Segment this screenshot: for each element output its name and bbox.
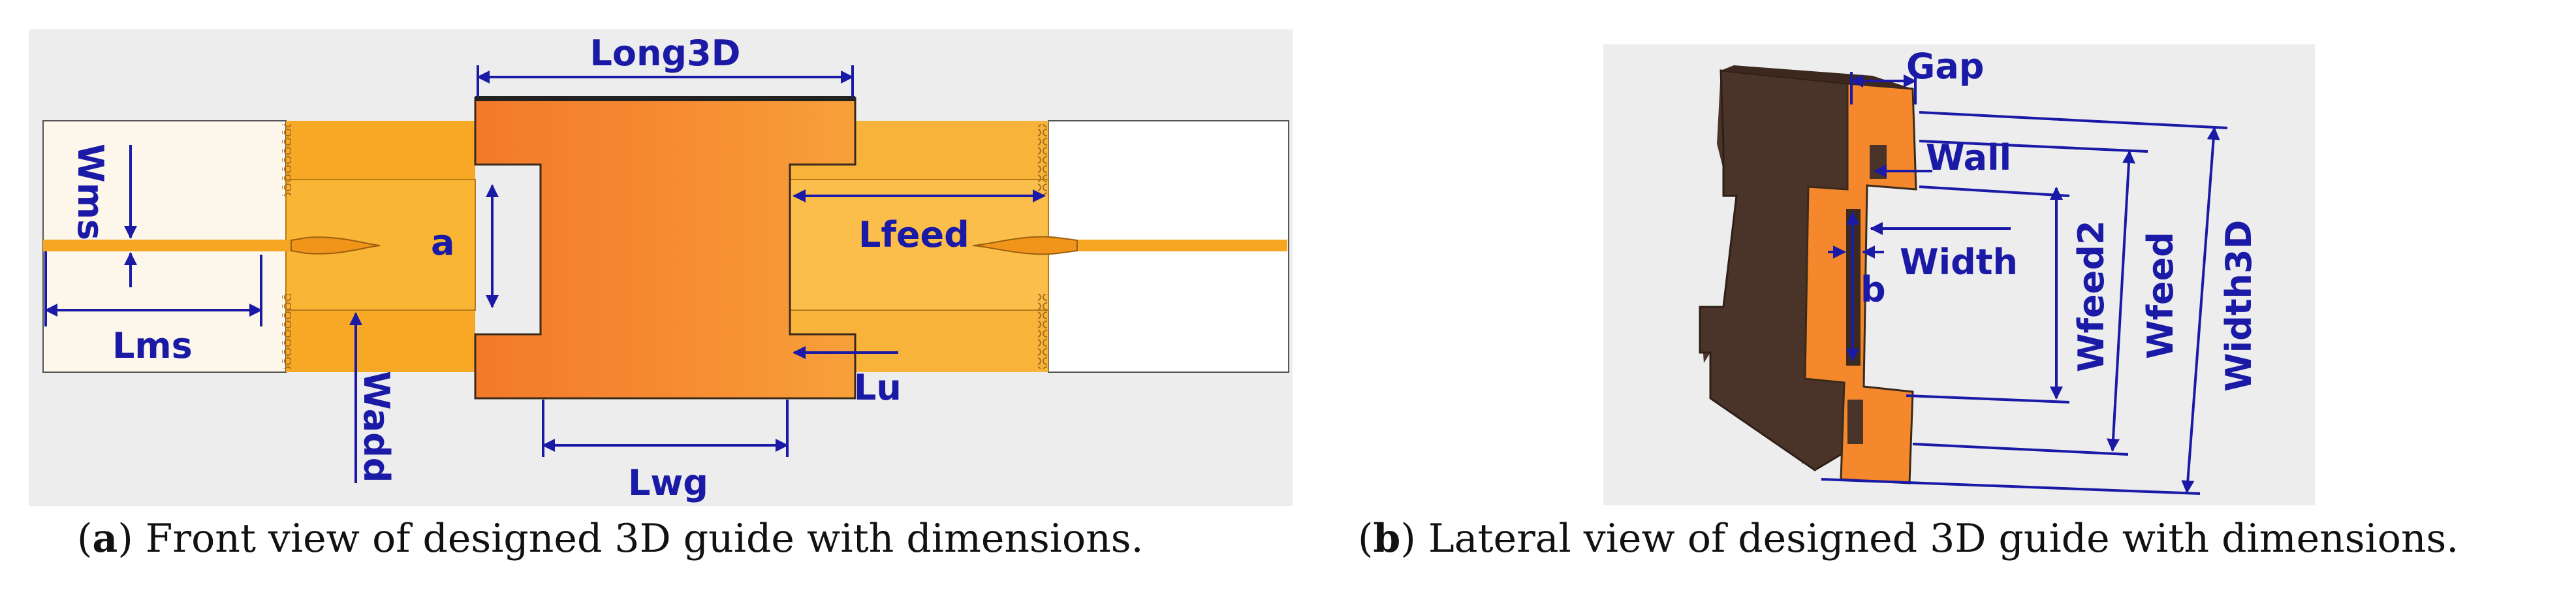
left-via-row-top bbox=[282, 124, 291, 196]
wfeed-label: Wfeed bbox=[2140, 232, 2181, 359]
b-label: b bbox=[1861, 269, 1886, 310]
wadd-label: Wadd bbox=[356, 371, 397, 483]
right-taper bbox=[972, 236, 1078, 255]
wfeed2-label: Wfeed2 bbox=[2071, 220, 2112, 372]
gap-label: Gap bbox=[1906, 46, 1984, 87]
waveguide-body bbox=[474, 97, 856, 400]
wfeed-dim bbox=[2107, 150, 2135, 452]
width3d-ext-bottom bbox=[1821, 478, 2201, 495]
width3d-label: Width3D bbox=[2218, 220, 2259, 392]
width3d-dim bbox=[2181, 127, 2220, 494]
caption-b-letter: b bbox=[1373, 516, 1401, 562]
panel-a-front-view: Long3D Wms a Lfeed Lms Wadd Lu Lwg bbox=[29, 29, 1293, 506]
right-microstrip bbox=[1077, 240, 1287, 251]
width-label: Width bbox=[1900, 242, 2018, 283]
long3d-label: Long3D bbox=[589, 33, 740, 74]
right-via-row-top bbox=[1038, 124, 1047, 196]
wfeed2-ext-top bbox=[1919, 185, 2070, 197]
lfeed-label: Lfeed bbox=[858, 214, 969, 255]
wall-label: Wall bbox=[1926, 137, 2011, 178]
caption-b: (b) Lateral view of designed 3D guide wi… bbox=[1358, 516, 2459, 562]
lms-label: Lms bbox=[112, 325, 193, 366]
a-label: a bbox=[431, 222, 454, 263]
lwg-label: Lwg bbox=[628, 462, 708, 503]
upper-slot bbox=[1870, 145, 1887, 179]
caption-a: (a) Front view of designed 3D guide with… bbox=[77, 516, 1144, 562]
left-taper bbox=[291, 236, 381, 255]
lu-label: Lu bbox=[854, 367, 902, 408]
figure-svg: Long3D Wms a Lfeed Lms Wadd Lu Lwg bbox=[29, 29, 2315, 506]
left-via-row-bottom bbox=[282, 294, 291, 369]
caption-b-text: Lateral view of designed 3D guide with d… bbox=[1428, 516, 2459, 562]
caption-a-text: Front view of designed 3D guide with dim… bbox=[145, 516, 1144, 562]
left-microstrip bbox=[43, 240, 291, 251]
wfeed-ext-bottom bbox=[1912, 443, 2129, 456]
wfeed-ext-top bbox=[1919, 140, 2148, 153]
right-via-row-bottom bbox=[1038, 294, 1047, 369]
wms-label: Wms bbox=[70, 144, 111, 240]
panel-b-lateral-view: Gap Wall Width b Wfeed2 Wfeed Width3D bbox=[1603, 44, 2315, 505]
caption-a-letter: a bbox=[92, 516, 118, 562]
lower-slot bbox=[1847, 400, 1863, 444]
wfeed2-ext-bottom bbox=[1906, 394, 2070, 404]
width3d-ext-top bbox=[1919, 111, 2228, 129]
